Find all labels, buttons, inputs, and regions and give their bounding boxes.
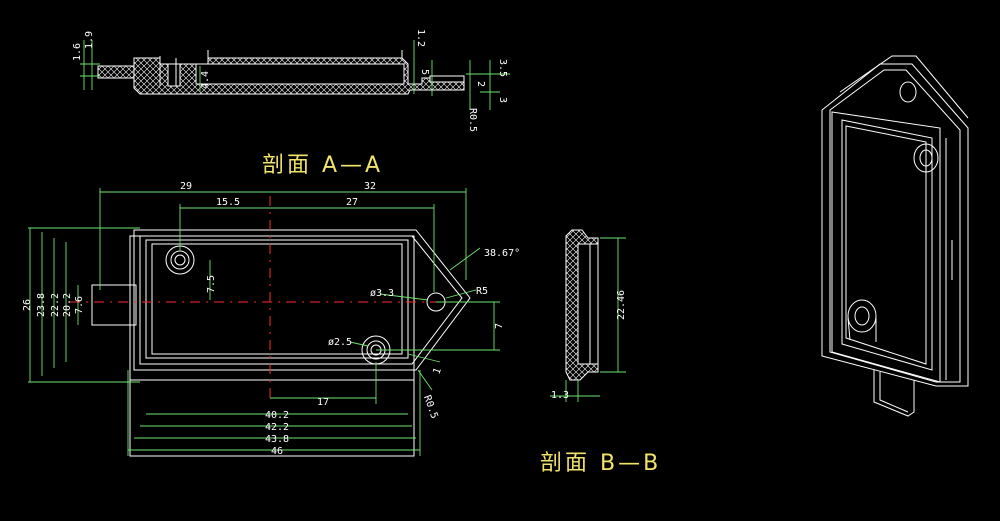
- dim-7-6: 7.6: [74, 296, 85, 314]
- dim-40-2: 40.2: [265, 410, 289, 421]
- section-bb-title: 剖面 B—B: [540, 451, 661, 476]
- section-aa-title: 剖面 A—A: [262, 153, 383, 178]
- dim-15-5: 15.5: [216, 197, 240, 208]
- dim-3-5: 3.5: [497, 59, 508, 77]
- dim-1-9: 1.9: [84, 31, 95, 49]
- section-aa-view: [97, 50, 465, 95]
- dim-26: 26: [22, 299, 33, 311]
- dim-dia-3-3: ø3.3: [370, 288, 394, 299]
- dim-1: 1: [431, 366, 443, 375]
- dim-4-4: 4.4: [200, 71, 211, 89]
- dim-32: 32: [364, 181, 376, 192]
- dim-22-46: 22.46: [616, 290, 627, 320]
- section-bb-dimensions: [550, 237, 626, 402]
- dim-17: 17: [317, 397, 329, 408]
- dim-1-3: 1.3: [551, 390, 569, 401]
- dim-r5: R5: [476, 286, 488, 297]
- dim-3: 3: [497, 97, 508, 103]
- dim-7-5: 7.5: [206, 275, 217, 293]
- dim-1-2: 1.2: [415, 29, 426, 47]
- isometric-view: [821, 55, 969, 417]
- dim-42-2: 42.2: [265, 422, 289, 433]
- dim-43-8: 43.8: [265, 434, 289, 445]
- dim-dia-2-5: ø2.5: [328, 337, 352, 348]
- dim-angle: 38.67°: [484, 248, 520, 259]
- dim-22-2: 22.2: [50, 293, 61, 317]
- dim-1-6: 1.6: [72, 43, 83, 61]
- dim-23-8: 23.8: [36, 293, 47, 317]
- dim-5: 5: [419, 69, 430, 75]
- dim-r0-5-top: R0.5: [467, 108, 478, 132]
- dim-7: 7: [494, 323, 505, 329]
- dim-27: 27: [346, 197, 358, 208]
- dim-2: 2: [475, 81, 486, 87]
- section-aa-dimensions: [80, 40, 510, 110]
- section-bb-view: [565, 229, 599, 381]
- dim-46: 46: [271, 446, 283, 457]
- boss-hole-top-left: [165, 245, 195, 275]
- dim-29: 29: [180, 181, 192, 192]
- plan-view-outline: [91, 229, 471, 457]
- plan-view-dimension-lines: [28, 188, 500, 456]
- dim-r0-5-plan: R0.5: [421, 394, 440, 420]
- dim-20-2: 20.2: [62, 293, 73, 317]
